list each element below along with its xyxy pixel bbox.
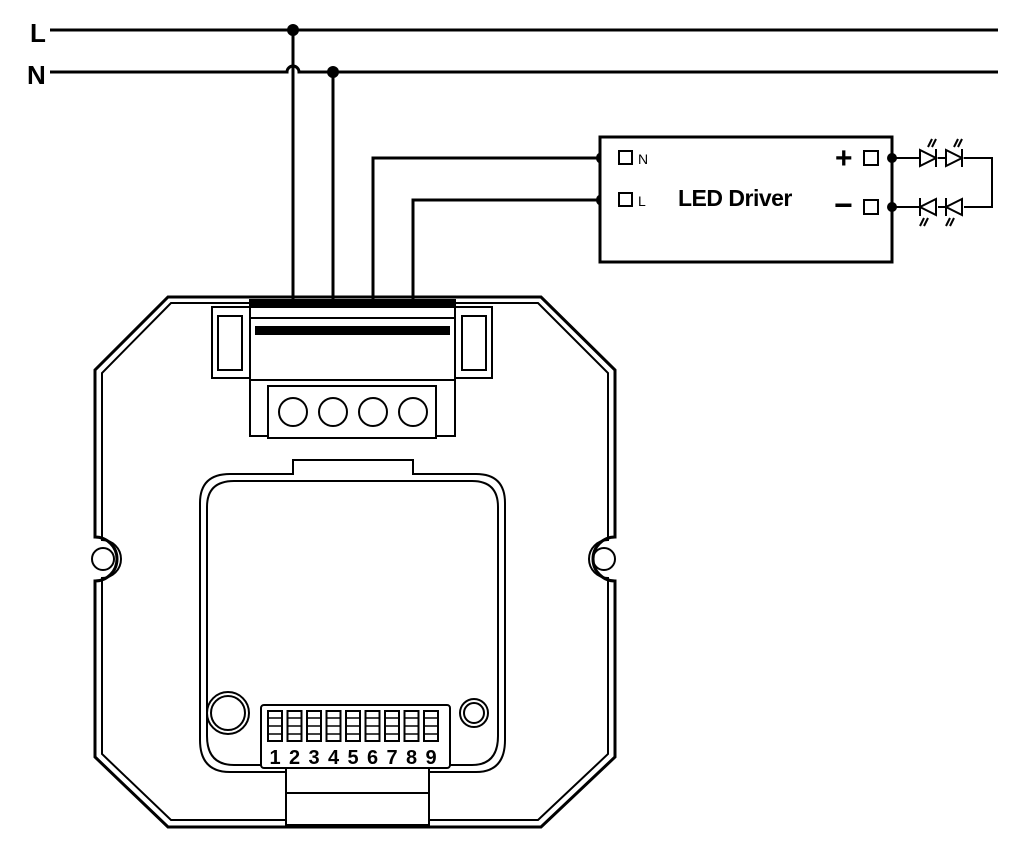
terminal-screw-strip: [267, 385, 437, 439]
dip-switch-label-1: 1: [269, 747, 280, 769]
junction-dot: [287, 24, 299, 36]
dip-switch-label-7: 7: [386, 747, 397, 769]
dip-switch-label-9: 9: [425, 747, 436, 769]
led-driver-title: LED Driver: [678, 185, 792, 211]
terminal-block: [211, 299, 493, 439]
mains-rails: [50, 28, 998, 74]
housing-outer-outline: [93, 295, 617, 829]
bottom-tab: [285, 766, 430, 826]
driver-output-minus-label: −: [834, 187, 853, 223]
dip-switch-label-3: 3: [308, 747, 319, 769]
driver-terminal-l: [618, 192, 633, 207]
front-panel: [199, 459, 506, 826]
led-diode-icon: [917, 197, 937, 227]
terminal-right-latch-inner: [461, 315, 487, 371]
led-string: [892, 138, 993, 227]
dip-switch-label-2: 2: [289, 747, 300, 769]
terminal-left-latch: [211, 306, 250, 379]
terminal-left-latch-inner: [217, 315, 243, 371]
terminal-comb-upper: [249, 299, 456, 308]
front-panel-inner: [206, 480, 499, 766]
right-button-inner: [463, 702, 485, 724]
right-button-outer: [459, 698, 489, 728]
led-wire: [964, 157, 993, 208]
right-mounting-hole: [592, 547, 616, 571]
device-housing: [91, 295, 617, 829]
terminal-screw-2: [318, 397, 348, 427]
terminal-right-latch: [455, 306, 493, 379]
terminal-comb-lower: [255, 326, 450, 335]
left-button-outer: [206, 691, 250, 735]
driver-terminal-n: [618, 150, 633, 165]
led-diode-icon: [943, 197, 963, 227]
led-driver: N L LED Driver + −: [598, 135, 897, 264]
led-diode-icon: [945, 138, 965, 168]
line-rail-label: L: [30, 18, 46, 48]
driver-terminal-plus: [863, 150, 879, 166]
driver-terminal-minus: [863, 199, 879, 215]
left-button-inner: [210, 695, 246, 731]
dip-switch-label-4: 4: [328, 747, 340, 769]
terminal-block-body: [249, 299, 456, 381]
housing-inner-outline: [101, 302, 609, 821]
neutral-rail: [50, 64, 998, 74]
front-panel-outline: [199, 459, 506, 773]
terminal-screw-1: [278, 397, 308, 427]
dip-switch-label-6: 6: [367, 747, 378, 769]
terminal-screw-3: [358, 397, 388, 427]
driver-terminal-l-label: L: [638, 193, 646, 209]
terminal-screw-4: [398, 397, 428, 427]
dip-switch-label-8: 8: [406, 747, 417, 769]
dip-switch-label-5: 5: [347, 747, 358, 769]
led-driver-box: [598, 135, 894, 264]
driver-output-plus-label: +: [835, 142, 853, 175]
neutral-rail-label: N: [27, 60, 46, 90]
left-mounting-hole: [91, 547, 115, 571]
led-diode-icon: [919, 138, 939, 168]
driver-terminal-n-label: N: [638, 151, 648, 167]
junction-dot: [327, 66, 339, 78]
